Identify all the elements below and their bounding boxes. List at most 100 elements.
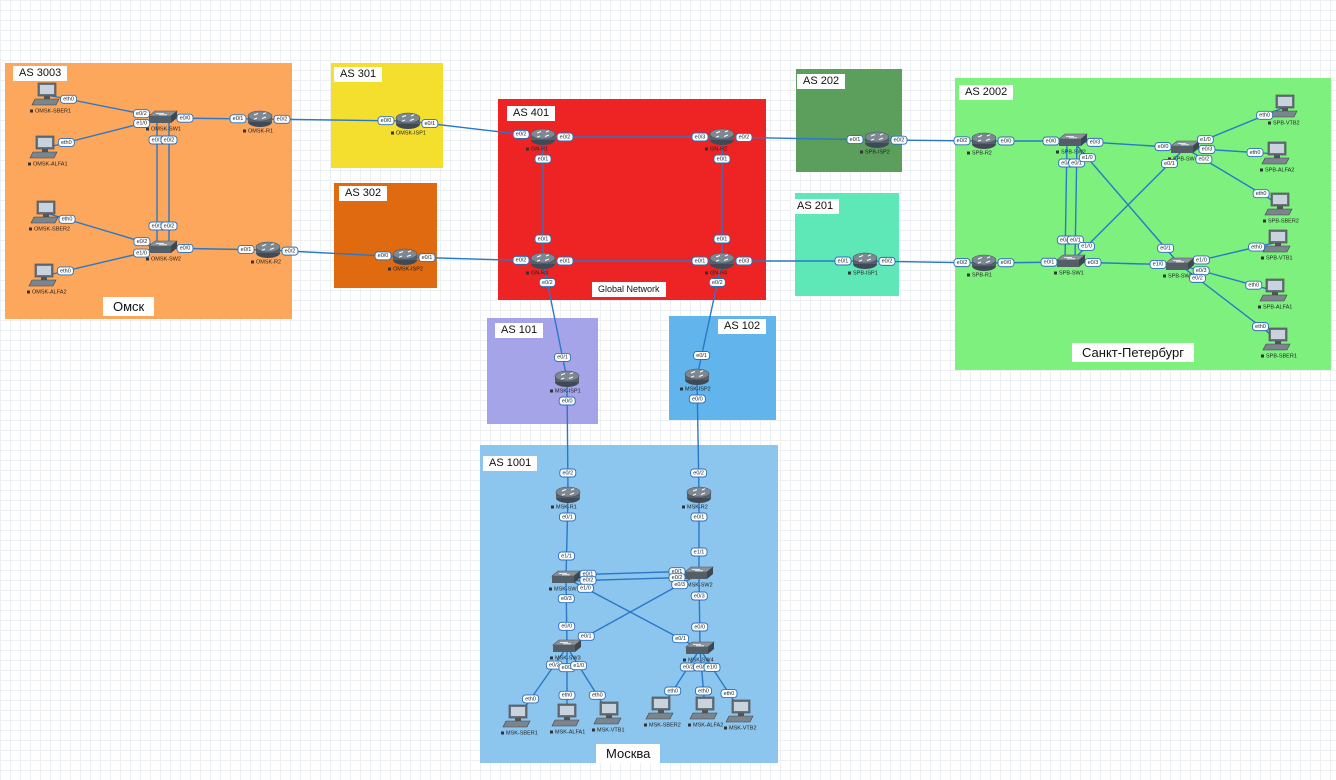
port-label: e0/2 [512,255,530,265]
link-msk-sw2-msk-sw4[interactable] [698,573,701,650]
pc-omsk-sber1[interactable]: OMSK-SBER1 [30,82,71,115]
port-label: eth0 [588,690,606,700]
port-label: eth0 [695,686,712,696]
switch-spb-sw4[interactable]: SPB-SW4 [1168,140,1200,163]
router-msk-isp2[interactable]: MSK-ISP2 [680,368,711,393]
svg-text:eth0: eth0 [1255,324,1266,330]
router-omsk-r2[interactable]: OMSK-R2 [251,241,281,266]
pc-omsk-sber2[interactable]: OMSK-SBER2 [29,200,70,233]
port-label: e0/0 [997,136,1015,146]
svg-text:eth0: eth0 [667,688,678,694]
pc-msk-alfa1[interactable]: MSK-ALFA1 [550,703,585,736]
svg-text:e0/1: e0/1 [838,258,849,264]
pc-msk-vtb2[interactable]: MSK-VTB2 [724,699,757,732]
svg-text:e0/3: e0/3 [1202,147,1213,153]
port-label: e0/2 [708,278,726,287]
router-gn-r2[interactable]: GN-R2 [705,128,735,153]
svg-text:eth0: eth0 [1250,150,1261,156]
svg-text:e0/2: e0/2 [164,137,175,143]
pc-spb-sber1[interactable]: SPB-SBER1 [1261,327,1297,360]
svg-text:e0/1: e0/1 [672,569,683,575]
router-gn-r4[interactable]: GN-R4 [705,252,735,277]
port-label: e0/1 [672,634,690,644]
link-msk-sw1-msk-sw3[interactable] [565,577,568,648]
port-label: e1/0 [1192,255,1210,265]
pc-msk-vtb1[interactable]: MSK-VTB1 [592,701,625,734]
svg-text:e1/0: e1/0 [1200,137,1211,143]
switch-spb-sw1[interactable]: SPB-SW1 [1054,254,1086,277]
device-label: MSK-SBER2 [649,723,681,729]
router-gn-r1[interactable]: GN-R1 [526,128,556,153]
router-gn-r3[interactable]: GN-R3 [526,252,556,277]
svg-text:e0/1: e0/1 [717,156,728,162]
pc-msk-sber2[interactable]: MSK-SBER2 [644,696,681,729]
link-msk-isp1-msk-r1[interactable] [566,378,569,496]
port-label: e0/2 [160,135,178,145]
city-label-global-network: Global Network [592,282,666,297]
svg-text:e0/2: e0/2 [1199,157,1210,163]
router-omsk-r1[interactable]: OMSK-R1 [243,110,273,135]
switch-spb-sw2[interactable]: SPB-SW2 [1056,133,1088,156]
router-msk-r2[interactable]: MSK-R2 [682,486,712,511]
pc-omsk-alfa1[interactable]: OMSK-ALFA1 [28,135,68,168]
device-label: SPB-ISP2 [865,150,890,156]
svg-text:e0/2: e0/2 [1060,237,1071,243]
port-label: e0/0 [1154,142,1172,152]
port-label: e1/0 [1078,153,1096,163]
svg-text:e0/0: e0/0 [1001,260,1012,266]
device-label: MSK-SW1 [554,587,580,593]
svg-text:e0/2: e0/2 [712,280,723,286]
port-label: e1/0 [1196,135,1214,145]
switch-omsk-sw2[interactable]: OMSK-SW2 [146,240,181,263]
port-label: e0/1 [691,256,709,266]
port-label: e0/1 [834,256,852,266]
port-label: e0/3 [1192,266,1210,276]
svg-text:e0/2: e0/2 [542,280,553,286]
port-label: e0/1 [1157,243,1175,253]
port-label: e0/1 [713,154,731,164]
svg-text:e0/1: e0/1 [1164,161,1175,167]
router-omsk-isp1[interactable]: OMSK-ISP1 [391,112,426,137]
device-label: MSK-ALFA1 [555,730,585,736]
router-spb-isp2[interactable]: SPB-ISP2 [860,131,890,156]
port-label: e0/3 [1084,258,1102,268]
pc-spb-alfa2[interactable]: SPB-ALFA2 [1260,141,1294,174]
pc-spb-vtb1[interactable]: SPB-VTB1 [1261,229,1293,262]
port-label: e0/1 [556,256,574,266]
pc-spb-vtb2[interactable]: SPB-VTB2 [1268,94,1300,127]
svg-text:e1/1: e1/1 [561,553,572,559]
svg-text:e0/2: e0/2 [137,239,148,245]
device-label: OMSK-SBER1 [35,109,71,115]
pc-spb-alfa1[interactable]: SPB-ALFA1 [1258,278,1292,311]
device-label: OMSK-ISP2 [393,267,423,273]
port-label: e0/2 [878,256,896,266]
router-omsk-isp2[interactable]: OMSK-ISP2 [388,248,423,273]
port-label: e0/0 [688,394,706,404]
device-label: OMSK-SW2 [151,257,181,263]
port-label: e0/3 [691,132,709,142]
switch-msk-sw3[interactable]: MSK-SW3 [550,639,582,662]
port-label: e0/1 [229,114,247,124]
svg-text:e0/0: e0/0 [180,116,191,122]
port-label: e0/2 [1195,154,1213,164]
port-label: e1/0 [576,583,594,593]
router-spb-r2[interactable]: SPB-R2 [967,132,997,157]
router-spb-isp1[interactable]: SPB-ISP1 [848,252,878,277]
switch-msk-sw1[interactable]: MSK-SW1 [549,570,581,593]
pc-msk-sber1[interactable]: MSK-SBER1 [501,704,538,737]
pc-msk-alfa2[interactable]: MSK-ALFA2 [688,696,723,729]
link-msk-r1-msk-sw1[interactable] [565,494,569,579]
switch-omsk-sw1[interactable]: OMSK-SW1 [146,110,181,133]
router-msk-isp1[interactable]: MSK-ISP1 [550,370,581,395]
port-label: e0/3 [671,580,689,590]
switch-msk-sw4[interactable]: MSK-SW4 [683,641,715,664]
pc-omsk-alfa2[interactable]: OMSK-ALFA2 [27,263,67,296]
port-label: eth0 [522,694,540,704]
router-msk-r1[interactable]: MSK-R1 [551,486,581,511]
port-label: e0/2 [538,278,556,288]
svg-text:e1/0: e1/0 [1196,257,1207,263]
router-spb-r1[interactable]: SPB-R1 [967,254,997,279]
svg-text:e0/1: e0/1 [538,156,549,162]
pc-spb-sber2[interactable]: SPB-SBER2 [1263,192,1299,225]
svg-text:e0/1: e0/1 [557,355,568,361]
